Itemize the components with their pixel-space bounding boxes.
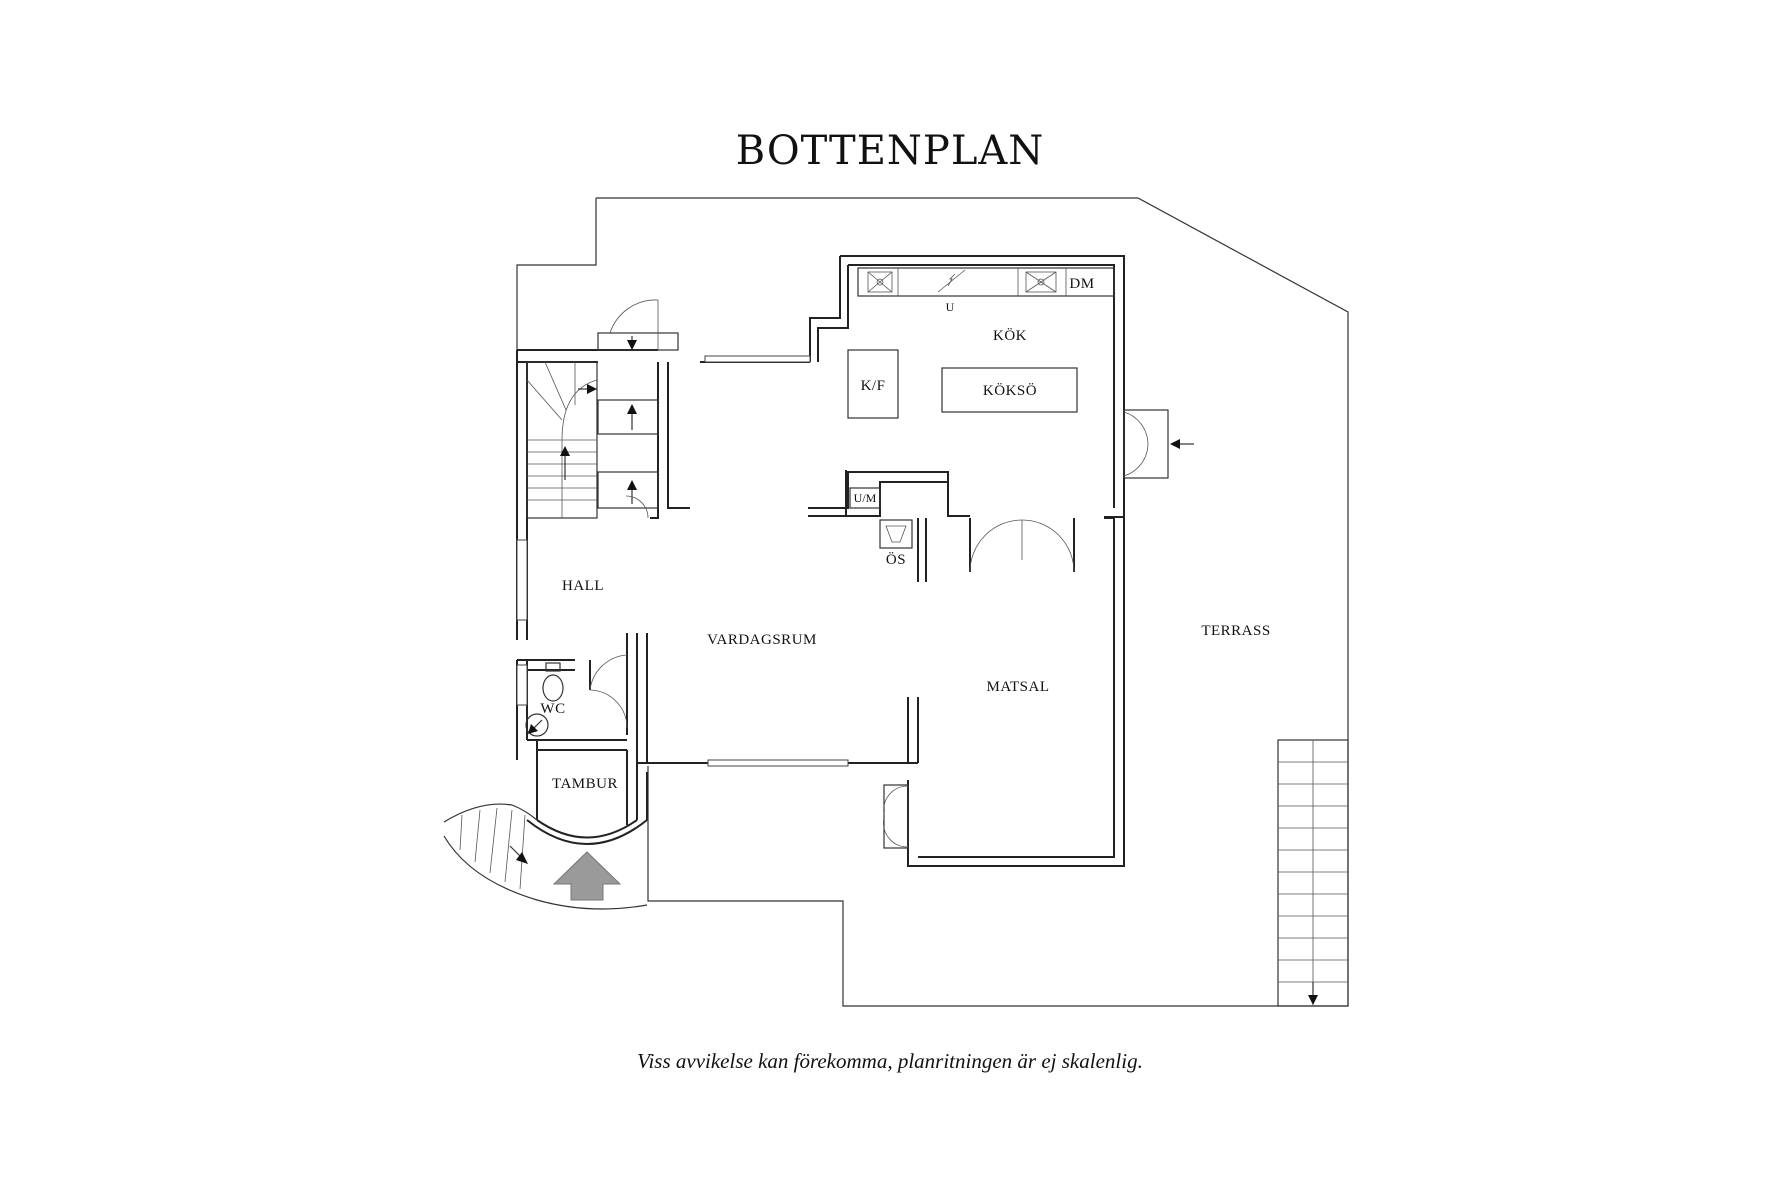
living-door-swing	[589, 654, 628, 691]
label-vardagsrum: VARDAGSRUM	[707, 632, 817, 648]
label-hall: HALL	[562, 578, 604, 594]
kitchen-counter	[857, 267, 1115, 297]
label-dm: DM	[1069, 276, 1094, 292]
window-hall-west	[516, 539, 528, 621]
wc-door-swing	[589, 689, 628, 729]
label-kok: KÖK	[993, 327, 1027, 344]
curved-entry-stairs	[443, 803, 648, 910]
plan-title: BOTTENPLAN	[736, 128, 1045, 174]
toilet-icon	[542, 662, 564, 702]
stove-icon	[1025, 271, 1057, 293]
label-terrass: TERRASS	[1201, 623, 1270, 639]
utility-box	[849, 487, 881, 509]
kitchen-east-door	[1123, 409, 1169, 479]
north-entry-door	[597, 299, 679, 351]
house-walls	[516, 255, 1125, 867]
interior-staircase	[526, 361, 598, 519]
plot-outline	[596, 197, 1349, 1007]
footer-note: Viss avvikelse kan förekomma, planritnin…	[637, 1049, 1143, 1073]
window-north-living	[704, 355, 811, 363]
oven-icon	[937, 269, 966, 293]
kitchen-entry-arrow-icon	[1170, 439, 1194, 449]
terrace-stairs	[1277, 739, 1349, 1007]
fireplace-icon	[879, 519, 913, 549]
window-south-living	[707, 759, 849, 767]
main-entrance-arrow-icon	[552, 851, 622, 901]
label-tambur: TAMBUR	[552, 776, 618, 792]
dining-doors	[969, 519, 1075, 573]
sink-icon	[867, 271, 893, 293]
label-um: U/M	[854, 491, 877, 505]
label-os: ÖS	[886, 551, 906, 568]
kitchen-island	[941, 367, 1078, 413]
label-kf: K/F	[861, 378, 886, 394]
washbasin-icon	[525, 713, 549, 737]
plot-outline-west	[516, 198, 597, 350]
dining-south-door	[883, 784, 909, 849]
storage-closets	[597, 399, 659, 519]
label-matsal: MATSAL	[986, 679, 1049, 695]
label-wc: WC	[540, 701, 565, 717]
label-kokso: KÖKSÖ	[983, 382, 1037, 399]
fridge-freezer	[847, 349, 899, 419]
label-u: U	[946, 300, 955, 314]
window-wc-west	[516, 664, 528, 706]
